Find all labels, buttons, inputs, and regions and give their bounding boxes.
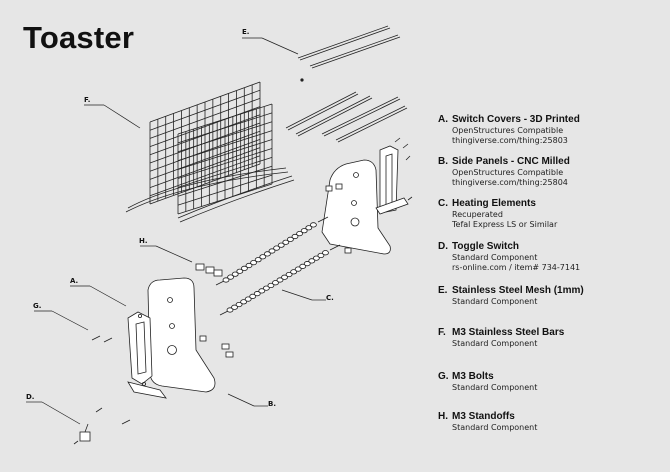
legend-name: Side Panels - CNC Milled <box>452 156 570 167</box>
legend-detail: Standard Component <box>452 423 538 432</box>
legend-item-d: D. Toggle Switch Standard Component rs-on… <box>438 241 580 273</box>
steel-bars-right <box>285 91 408 143</box>
legend-detail: Recuperated <box>452 210 503 219</box>
callout-e: E. <box>242 28 250 36</box>
legend-item-b: B. Side Panels - CNC Milled OpenStructure… <box>438 156 570 188</box>
legend-name: Stainless Steel Mesh (1mm) <box>452 285 584 296</box>
legend-letter: G. <box>438 371 449 382</box>
legend-detail: Standard Component <box>452 297 538 306</box>
standoffs-left <box>195 263 223 277</box>
legend-detail: Standard Component <box>452 383 538 392</box>
legend-item-f: F. M3 Stainless Steel Bars Standard Compo… <box>438 327 564 349</box>
side-panel-front <box>147 277 234 393</box>
legend-item-e: E. Stainless Steel Mesh (1mm) Standard Co… <box>438 285 584 307</box>
legend-detail: rs-online.com / item# 734-7141 <box>452 263 581 272</box>
legend-name: Toggle Switch <box>452 241 520 252</box>
legend-detail: Standard Component <box>452 253 538 262</box>
heating-element-upper <box>215 216 329 286</box>
legend-item-c: C. Heating Elements Recuperated Tefal Exp… <box>438 198 557 230</box>
heating-element-lower <box>219 244 341 316</box>
switch-cover-back <box>375 145 409 215</box>
callout-c: C. <box>326 294 334 302</box>
legend-item-h: H. M3 Standoffs Standard Component <box>438 411 537 433</box>
leader-lines <box>26 37 326 425</box>
legend-detail: OpenStructures Compatible <box>452 168 564 177</box>
legend-letter: B. <box>438 156 448 167</box>
legend-name: Switch Covers - 3D Printed <box>452 114 580 125</box>
bolt-small-top <box>394 137 413 201</box>
legend-detail: OpenStructures Compatible <box>452 126 564 135</box>
steel-mesh-grid <box>149 81 273 215</box>
legend-detail: thingiverse.com/thing:25803 <box>452 136 568 145</box>
legend-item-g: G.M3 Bolts Standard Component <box>438 371 537 393</box>
callout-a: A. <box>70 277 79 285</box>
callout-g: G. <box>33 302 42 310</box>
legend-name: Heating Elements <box>452 198 536 209</box>
bolts-left <box>91 335 131 425</box>
page-title: Toaster <box>23 20 135 55</box>
legend-detail: thingiverse.com/thing:25804 <box>452 178 568 187</box>
legend-name: M3 Stainless Steel Bars <box>452 327 565 338</box>
callout-h: H. <box>139 237 148 245</box>
toggle-switch <box>73 423 91 445</box>
legend-letter: E. <box>438 285 448 296</box>
legend-item-a: A. Switch Covers - 3D Printed OpenStructu… <box>438 114 580 146</box>
legend-letter: F. <box>438 327 446 338</box>
callout-b: B. <box>268 400 276 408</box>
side-panel-back <box>321 159 391 255</box>
legend-letter: D. <box>438 241 448 252</box>
legend-letter: C. <box>438 198 448 209</box>
callout-f: F. <box>84 96 91 104</box>
legend-name: M3 Standoffs <box>452 411 515 422</box>
legend-letter: A. <box>438 114 448 125</box>
callout-d: D. <box>26 393 35 401</box>
legend-detail: Tefal Express LS or Similar <box>452 220 558 229</box>
legend-name: M3 Bolts <box>452 371 494 382</box>
legend-letter: H. <box>438 411 448 422</box>
legend-detail: Standard Component <box>452 339 538 348</box>
bar-end-dot <box>300 78 304 82</box>
steel-bars-top <box>297 25 401 69</box>
standoffs-right <box>325 183 352 254</box>
switch-cover-front <box>127 311 167 399</box>
